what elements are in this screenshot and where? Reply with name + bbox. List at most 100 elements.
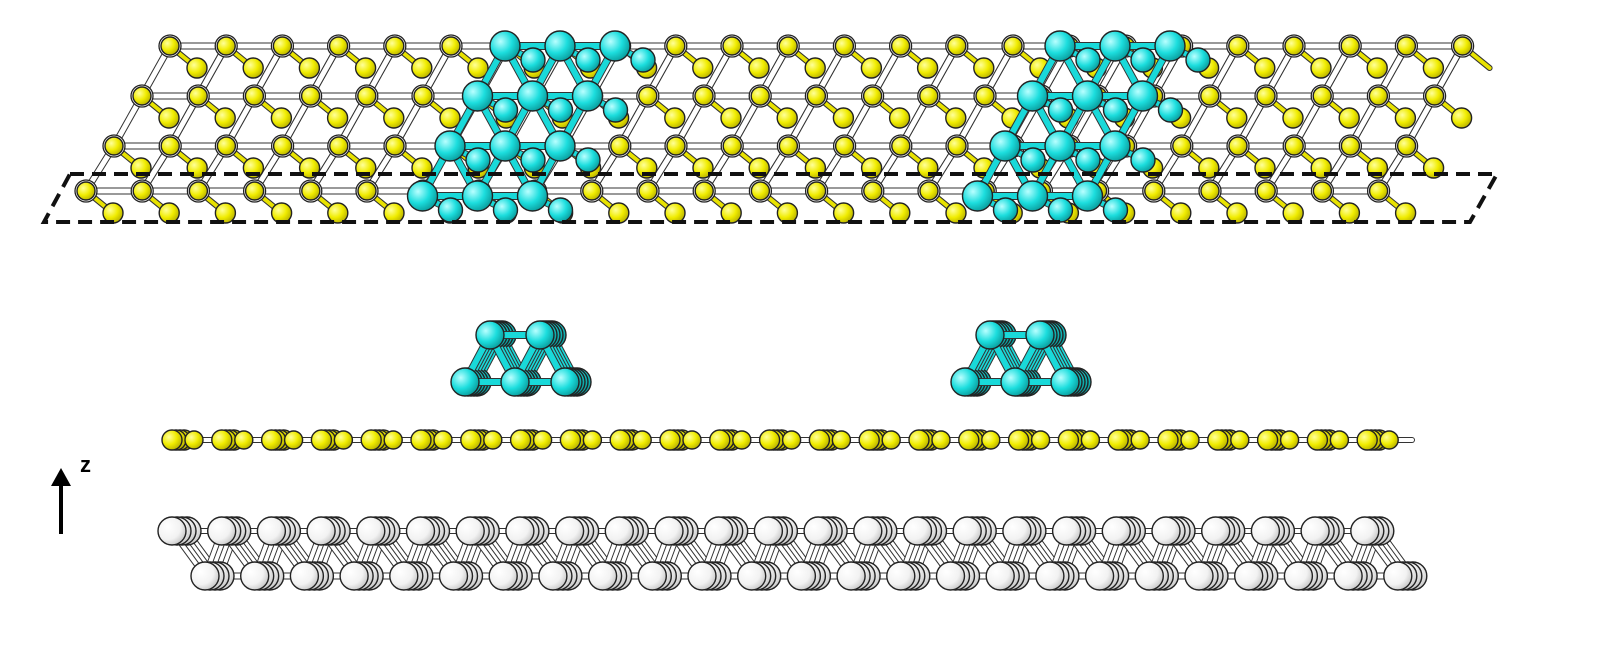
side-yellow-atom — [1107, 429, 1129, 451]
top-yellow-atom — [582, 181, 602, 201]
side-yellow-atom-mid — [582, 430, 603, 450]
side-substrate-atom-bottom — [339, 561, 369, 591]
top-yellow-atom — [1172, 136, 1192, 156]
side-cyan-atom — [450, 367, 480, 397]
top-yellow-atom-lower — [748, 57, 770, 79]
top-yellow-atom-lower — [888, 107, 911, 129]
side-substrate-atom-top — [505, 516, 535, 546]
side-yellow-atom — [1306, 429, 1329, 451]
side-substrate-atom-bottom — [1333, 561, 1363, 591]
top-yellow-atom — [1452, 36, 1473, 56]
top-cyan-atom — [461, 180, 494, 212]
top-yellow-atom — [1312, 181, 1333, 201]
top-yellow-atom-lower — [916, 57, 939, 79]
top-yellow-atom — [1256, 86, 1276, 106]
top-cyan-atom — [1016, 80, 1049, 112]
top-cyan-atom — [1099, 30, 1131, 62]
top-yellow-atom — [1256, 181, 1276, 201]
side-yellow-atom — [460, 429, 482, 451]
top-yellow-atom-lower — [326, 107, 349, 129]
top-view-atoms — [74, 34, 1475, 224]
side-yellow-atom — [410, 429, 432, 451]
top-yellow-atom-lower — [383, 107, 405, 129]
top-cyan-atom-inner — [1075, 47, 1101, 73]
top-cyan-atom — [406, 180, 439, 212]
top-cyan-atom-inner — [1075, 147, 1101, 173]
top-yellow-atom-lower — [214, 107, 236, 129]
top-cyan-atom — [544, 30, 576, 62]
side-substrate-atom-top — [604, 516, 634, 546]
side-substrate-atom-bottom — [1084, 561, 1115, 591]
top-cyan-atom — [516, 180, 549, 212]
top-yellow-atom — [244, 181, 265, 201]
side-substrate-atom-top — [1350, 516, 1380, 546]
top-yellow-atom — [104, 136, 124, 156]
top-yellow-atom — [722, 36, 742, 56]
side-substrate-atom-bottom — [886, 561, 916, 591]
top-yellow-atom — [1340, 136, 1361, 156]
top-cyan-atom-inner — [1185, 47, 1211, 73]
top-cyan-atom — [961, 180, 994, 212]
top-yellow-atom-lower — [1450, 107, 1473, 129]
top-yellow-atom-lower — [1366, 57, 1388, 79]
side-yellow-atom-mid — [881, 430, 901, 450]
top-yellow-atom — [216, 36, 236, 56]
side-yellow-atom-mid — [433, 430, 453, 450]
top-yellow-atom — [778, 136, 799, 156]
top-yellow-atom — [1284, 36, 1304, 56]
top-yellow-atom — [1368, 86, 1389, 106]
top-cyan-atom-inner — [1047, 197, 1074, 223]
top-cyan-atom-inner — [520, 147, 546, 173]
top-yellow-atom — [1144, 181, 1164, 201]
top-yellow-atom — [806, 86, 827, 106]
side-yellow-atom-mid — [1279, 430, 1300, 450]
side-substrate-atom-top — [455, 516, 485, 546]
top-yellow-atom-lower — [973, 57, 995, 79]
side-view-white-substrate — [157, 516, 1428, 591]
top-cyan-atom — [516, 80, 549, 112]
top-yellow-atom-lower — [186, 57, 208, 79]
side-substrate-atom-top — [704, 516, 734, 546]
unit-cell-dashed-outline — [40, 172, 1501, 224]
side-substrate-atom-bottom — [786, 561, 817, 591]
side-substrate-atom-top — [1051, 516, 1082, 546]
top-yellow-atom — [76, 181, 96, 201]
top-yellow-atom-lower — [298, 57, 321, 79]
top-cyan-atom-inner — [992, 197, 1019, 223]
side-substrate-atom-bottom — [637, 561, 667, 591]
top-yellow-atom-lower — [354, 57, 377, 79]
top-yellow-atom-lower — [214, 202, 237, 224]
top-cyan-atom — [1071, 80, 1104, 112]
side-view-yellow-layer — [161, 429, 1415, 451]
top-cyan-atom — [571, 80, 604, 112]
side-cyan-atom — [950, 367, 980, 397]
side-yellow-atom-mid — [283, 430, 304, 450]
top-yellow-atom-lower — [1226, 107, 1248, 129]
top-cyan-atom — [1126, 80, 1159, 112]
top-yellow-atom — [666, 36, 686, 56]
top-cyan-atom-inner — [492, 197, 519, 223]
top-yellow-atom — [750, 86, 770, 106]
side-cyan-atom — [500, 367, 530, 397]
side-yellow-atom-mid — [1030, 430, 1051, 450]
top-yellow-atom — [1200, 86, 1220, 106]
side-yellow-atom-mid — [1080, 430, 1101, 450]
side-substrate-atom-top — [902, 516, 933, 546]
side-yellow-atom — [1057, 429, 1080, 451]
side-substrate-atom-bottom — [935, 561, 966, 591]
side-cyan-atom — [1025, 320, 1055, 350]
z-axis-arrow-head — [51, 468, 71, 486]
top-cyan-atom — [489, 30, 521, 62]
top-yellow-atom-lower — [327, 202, 349, 224]
top-yellow-atom-lower — [1226, 202, 1248, 224]
top-yellow-atom — [272, 36, 293, 56]
top-cyan-atom-inner — [437, 197, 464, 223]
top-yellow-atom — [1368, 181, 1389, 201]
top-yellow-atom — [890, 36, 911, 56]
side-substrate-atom-bottom — [289, 561, 320, 591]
side-substrate-atom-bottom — [1184, 561, 1214, 591]
side-yellow-atom — [161, 429, 183, 451]
top-yellow-atom — [919, 181, 939, 201]
side-yellow-atom — [360, 429, 382, 451]
side-substrate-atom-bottom — [1134, 561, 1165, 591]
